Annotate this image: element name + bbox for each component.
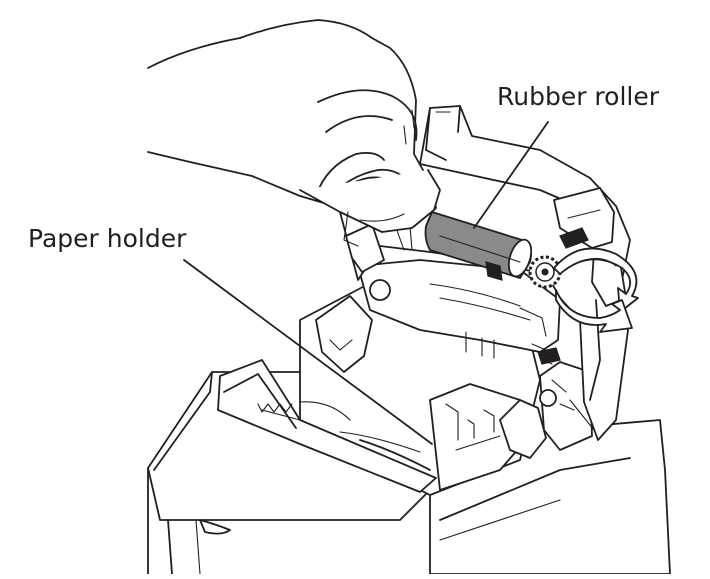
- printer-frame: [357, 259, 561, 407]
- sensor-parts: [485, 227, 589, 365]
- paper-holder-label: Paper holder: [28, 224, 187, 253]
- rubber-roller-label: Rubber roller: [497, 82, 660, 111]
- roller-gear: [528, 255, 562, 289]
- rubber-roller-leader: [473, 121, 549, 229]
- paper-holder-leader: [183, 259, 433, 445]
- rubber-roller: [424, 210, 533, 280]
- frame-screw: [369, 279, 391, 301]
- frame-screw: [539, 389, 557, 407]
- hand-with-cloth: [147, 19, 441, 247]
- rotation-arrow-icon: [553, 247, 639, 333]
